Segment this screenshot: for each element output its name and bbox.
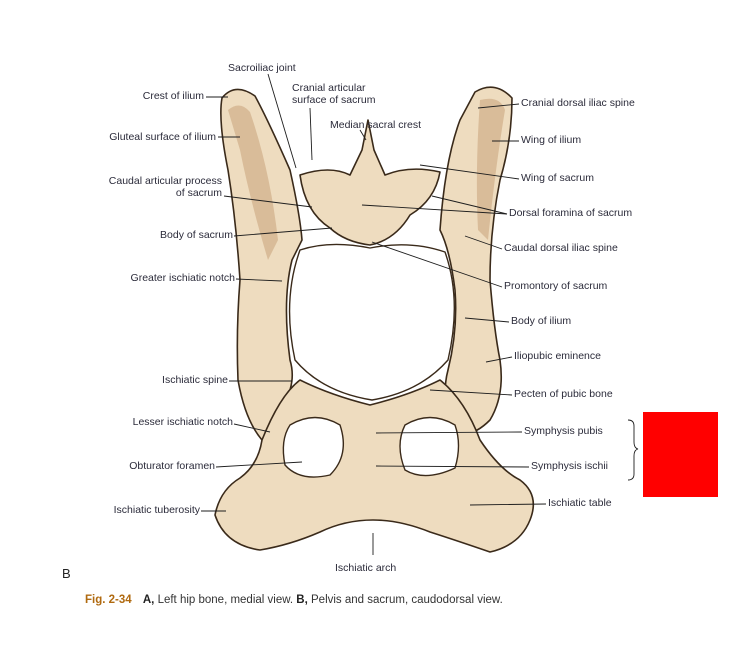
panel-label: B (62, 566, 71, 581)
label-body-of-ilium: Body of ilium (511, 315, 572, 327)
label-gluteal-surface: Gluteal surface of ilium (109, 131, 216, 143)
leader-lines (201, 73, 639, 555)
label-caudal-dorsal-iliac-spine: Caudal dorsal iliac spine (504, 242, 618, 254)
symphysis-bracket (627, 419, 639, 481)
figure-caption: Fig. 2-34 A, Left hip bone, medial view.… (85, 594, 503, 606)
label-obturator-foramen: Obturator foramen (129, 460, 215, 472)
label-line-2: of sacrum (175, 187, 222, 199)
caption-b-text: Pelvis and sacrum, caudodorsal view. (311, 594, 503, 606)
sacrum (299, 119, 441, 246)
pelvic-inlet (288, 243, 456, 401)
label-greater-ischiatic-notch: Greater ischiatic notch (130, 272, 235, 284)
caption-a-label: A, (142, 594, 155, 606)
label-ischiatic-spine: Ischiatic spine (162, 374, 228, 386)
right-obturator-foramen (399, 416, 460, 477)
right-ilium-shading (476, 98, 505, 240)
label-wing-of-ilium: Wing of ilium (521, 134, 582, 146)
label-ischiatic-table: Ischiatic table (548, 497, 612, 509)
label-line-2: surface of sacrum (292, 94, 376, 106)
right-ilium (439, 86, 513, 435)
left-ilium (220, 88, 303, 441)
caption-b-label: B, (296, 594, 308, 606)
label-line-1: Cranial articular (292, 82, 366, 94)
label-symphysis-pubis: Symphysis pubis (524, 425, 603, 437)
redaction-box (643, 412, 718, 497)
label-iliopubic-eminence: Iliopubic eminence (514, 350, 601, 362)
label-line-1: Caudal articular process (108, 175, 222, 187)
left-obturator-foramen (282, 416, 344, 478)
label-body-of-sacrum: Body of sacrum (160, 229, 233, 241)
label-lesser-ischiatic-notch: Lesser ischiatic notch (132, 416, 233, 428)
label-sacroiliac-joint: Sacroiliac joint (228, 62, 296, 74)
label-ischiatic-arch: Ischiatic arch (335, 562, 397, 574)
label-dorsal-foramina: Dorsal foramina of sacrum (509, 207, 633, 219)
left-ilium-shading (228, 105, 278, 260)
caption-a-text: Left hip bone, medial view. (157, 594, 294, 606)
label-ischiatic-tuberosity: Ischiatic tuberosity (113, 504, 200, 516)
label-pecten-of-pubic-bone: Pecten of pubic bone (514, 388, 613, 400)
label-symphysis-ischii: Symphysis ischii (531, 460, 609, 472)
figure-number: Fig. 2-34 (85, 594, 132, 606)
label-median-sacral-crest: Median sacral crest (330, 119, 422, 131)
label-cranial-articular-surface: Cranial articular surface of sacrum (292, 82, 375, 106)
label-wing-of-sacrum: Wing of sacrum (521, 172, 594, 184)
label-cranial-dorsal-iliac-spine: Cranial dorsal iliac spine (521, 97, 635, 109)
label-crest-of-ilium: Crest of ilium (142, 90, 204, 102)
label-caudal-articular-process: Caudal articular process of sacrum (109, 175, 222, 199)
label-promontory-of-sacrum: Promontory of sacrum (504, 280, 608, 292)
